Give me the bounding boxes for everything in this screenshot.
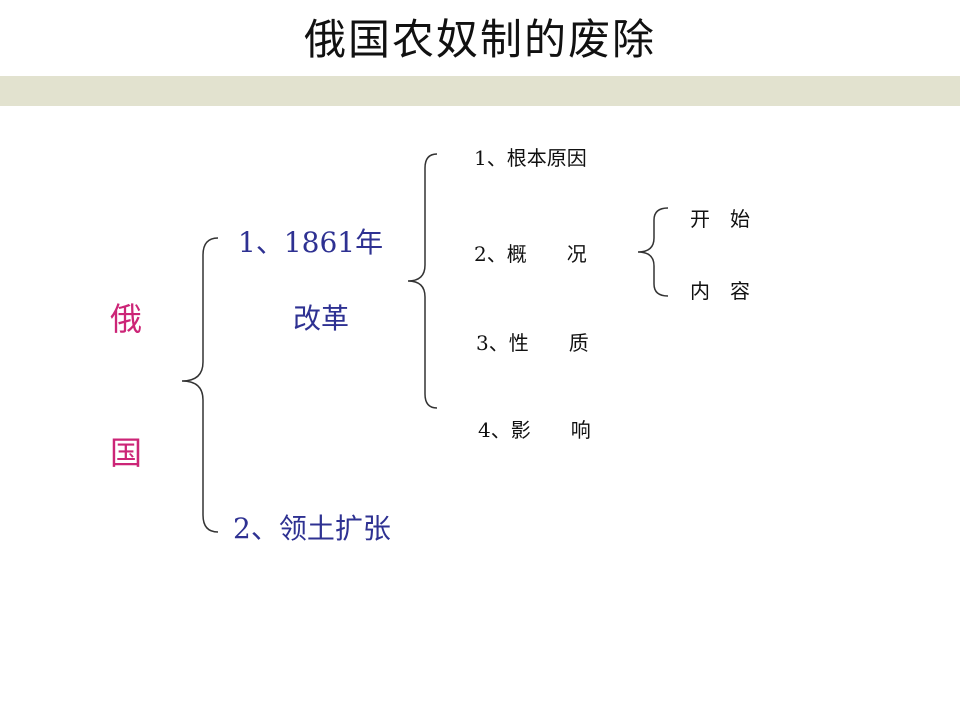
reform-label-line2: 改革	[293, 302, 350, 335]
item-root-cause: 1、根本原因	[474, 146, 587, 170]
item-nature: 3、性 质	[476, 331, 589, 355]
brace-overview	[637, 207, 669, 297]
brace-main	[181, 237, 219, 533]
sub-item-start: 开 始	[690, 207, 750, 231]
root-char-2: 国	[110, 434, 143, 472]
expansion-label: 2、领土扩张	[233, 512, 391, 545]
brace-reform	[407, 153, 438, 409]
root-char-1: 俄	[110, 300, 143, 338]
item-impact: 4、影 响	[478, 418, 591, 442]
item-overview: 2、概 况	[474, 242, 587, 266]
page-title: 俄国农奴制的废除	[303, 15, 656, 64]
reform-label-line1: 1、1861年	[238, 226, 384, 259]
title-band	[0, 76, 960, 106]
sub-item-content: 内 容	[690, 279, 750, 303]
